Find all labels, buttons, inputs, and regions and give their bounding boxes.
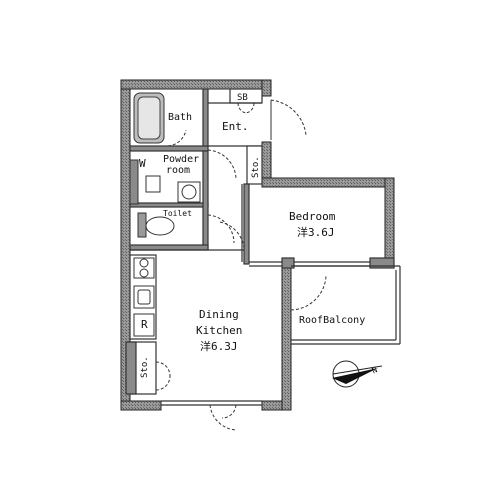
label-storage-top: Sto. <box>251 156 261 178</box>
fridge-icon <box>133 313 155 337</box>
bedroom-door <box>219 221 245 249</box>
label-compass-north: N <box>370 365 378 375</box>
bottom-door <box>209 404 237 431</box>
label-refrigerator: R <box>141 318 148 331</box>
toilet-tank-icon <box>137 212 147 238</box>
washer-icon <box>145 175 161 193</box>
outer-walls <box>120 79 395 411</box>
stove-icon <box>133 257 155 279</box>
label-bedroom-name: Bedroom <box>289 210 336 223</box>
compass-icon <box>332 360 383 388</box>
powder-room-door <box>207 149 237 179</box>
label-entrance: Ent. <box>222 120 249 133</box>
fixtures <box>129 92 201 337</box>
doors <box>155 99 327 431</box>
sink-icon <box>133 285 155 309</box>
toilet-bowl-icon <box>145 216 175 236</box>
room-labels: Bath SB Ent. W Powder room Sto. Toilet B… <box>139 93 379 378</box>
label-bath: Bath <box>168 112 192 123</box>
label-bedroom-size: 洋3.6J <box>297 225 335 239</box>
label-shoe-box: SB <box>237 93 248 103</box>
interior-walls <box>125 88 401 406</box>
label-storage-bottom: Sto. <box>140 356 150 378</box>
label-powder-room-1: Powder <box>163 154 199 165</box>
label-toilet: Toilet <box>163 209 192 218</box>
label-dining-kitchen-size: 洋6.3J <box>200 339 238 353</box>
label-washer: W <box>139 157 146 170</box>
balcony-door <box>290 275 327 311</box>
label-roof-balcony: RoofBalcony <box>299 315 365 326</box>
label-powder-room-2: room <box>166 165 190 176</box>
label-dining-kitchen-2: Kitchen <box>196 324 242 337</box>
entrance-door <box>270 99 307 136</box>
label-dining-kitchen-1: Dining <box>199 308 239 321</box>
